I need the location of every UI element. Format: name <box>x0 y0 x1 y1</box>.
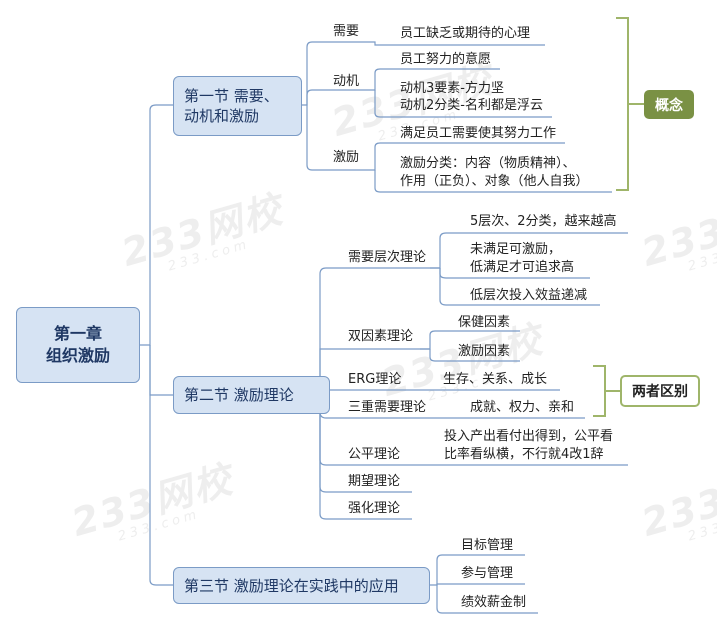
connector <box>374 170 612 193</box>
connector <box>436 585 538 614</box>
node-need[interactable]: 需要 <box>333 24 360 39</box>
node-incentive-detail-2[interactable]: 激励分类：内容（物质精神）、 <box>400 156 576 171</box>
node-incentive-detail-1[interactable]: 满足员工需要使其努力工作 <box>400 126 557 141</box>
connector <box>436 583 525 585</box>
node-erg-detail[interactable]: 生存、关系、成长 <box>443 372 548 387</box>
connector <box>149 345 173 586</box>
node-two-factor[interactable]: 双因素理论 <box>348 329 414 344</box>
node-need-detail[interactable]: 员工缺乏或期待的心理 <box>400 26 531 41</box>
node-motivator-factor[interactable]: 激励因素 <box>458 344 511 359</box>
connector <box>140 104 173 346</box>
connector <box>302 41 365 106</box>
root-title-line1: 第一章 <box>53 324 102 343</box>
node-incentive[interactable]: 激励 <box>333 150 360 165</box>
node-motive-detail-2[interactable]: 动机3要素-方力坚 <box>400 81 504 96</box>
node-hierarchy-detail-4[interactable]: 低层次投入效益递减 <box>470 288 588 303</box>
difference-tag[interactable]: 两者区别 <box>620 375 700 407</box>
node-expectancy[interactable]: 期望理论 <box>348 474 401 489</box>
section-2-node[interactable]: 第二节 激励理论 <box>173 376 330 414</box>
concept-bracket <box>616 17 629 191</box>
node-erg[interactable]: ERG理论 <box>348 372 402 387</box>
section-1-title-line1: 第一节 需要、 <box>184 87 279 105</box>
root-title-line2: 组织激励 <box>45 346 110 365</box>
connector <box>430 232 628 269</box>
connector <box>439 268 600 306</box>
connector <box>365 68 500 91</box>
difference-bracket <box>593 365 606 417</box>
node-motive-detail-3[interactable]: 动机2分类-名利都是浮云 <box>400 98 543 113</box>
concept-tag-label: 概念 <box>655 97 683 114</box>
connector <box>439 268 590 279</box>
node-motive-detail-1[interactable]: 员工努力的意愿 <box>400 52 492 67</box>
connector <box>374 90 552 118</box>
node-hierarchy-detail-3[interactable]: 低满足才可追求高 <box>470 260 575 275</box>
connector <box>365 142 565 171</box>
node-hierarchy-detail-1[interactable]: 5层次、2分类，越来越高 <box>470 214 617 229</box>
node-equity-detail-2[interactable]: 比率看纵横，不行就4改1辞 <box>444 447 604 462</box>
node-incentive-detail-3[interactable]: 作用（正负）、对象（他人自我） <box>400 174 589 189</box>
node-mbo[interactable]: 目标管理 <box>461 538 514 553</box>
node-pay-for-performance[interactable]: 绩效薪金制 <box>461 595 527 610</box>
connector <box>430 554 525 586</box>
node-motive[interactable]: 动机 <box>333 74 360 89</box>
section-1-node[interactable]: 第一节 需要、 动机和激励 <box>173 76 302 136</box>
root-node[interactable]: 第一章 组织激励 <box>16 307 140 383</box>
connector <box>319 395 412 520</box>
node-equity[interactable]: 公平理论 <box>348 447 401 462</box>
section-3-title: 第三节 激励理论在实践中的应用 <box>184 576 399 595</box>
node-equity-detail-1[interactable]: 投入产出看付出得到，公平看 <box>444 429 614 444</box>
section-3-node[interactable]: 第三节 激励理论在实践中的应用 <box>173 567 430 604</box>
node-reinforcement[interactable]: 强化理论 <box>348 501 401 516</box>
difference-tag-label: 两者区别 <box>632 384 688 400</box>
section-2-title: 第二节 激励理论 <box>184 386 294 404</box>
node-hygiene-factor[interactable]: 保健因素 <box>458 315 511 330</box>
node-triple-need-detail[interactable]: 成就、权力、亲和 <box>470 400 575 415</box>
connector <box>365 41 545 46</box>
connector <box>306 89 365 105</box>
section-1-title-line2: 动机和激励 <box>184 107 260 125</box>
connector <box>429 349 520 362</box>
connector <box>319 389 400 395</box>
connector <box>420 330 520 350</box>
connector <box>306 105 365 171</box>
node-need-hierarchy[interactable]: 需要层次理论 <box>348 250 427 265</box>
connector <box>319 267 440 396</box>
connector <box>149 345 173 396</box>
node-hierarchy-detail-2[interactable]: 未满足可激励， <box>470 242 562 257</box>
node-triple-need[interactable]: 三重需要理论 <box>348 400 427 415</box>
node-participative[interactable]: 参与管理 <box>461 566 514 581</box>
concept-tag[interactable]: 概念 <box>644 90 694 119</box>
